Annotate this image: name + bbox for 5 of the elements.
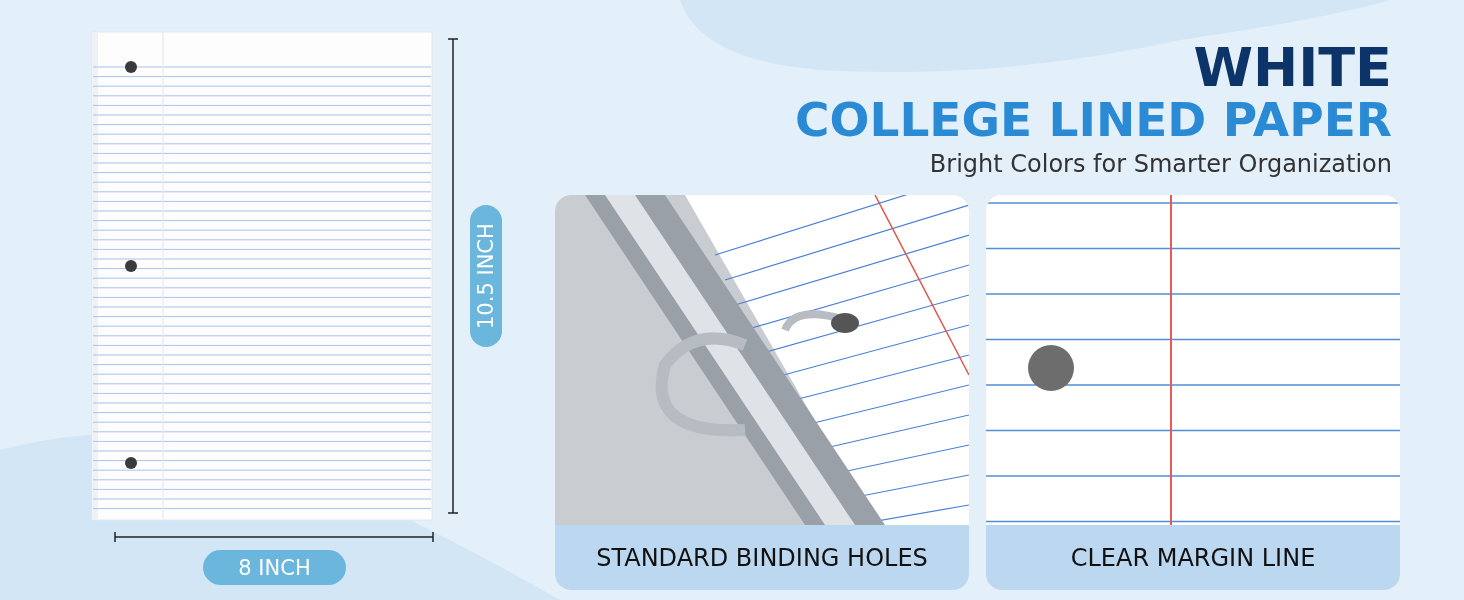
subtitle: Bright Colors for Smarter Organization [929, 150, 1392, 178]
caption-bar: STANDARD BINDING HOLES [555, 525, 969, 590]
dimension-label: 8 INCH [203, 550, 346, 585]
caption-bar: CLEAR MARGIN LINE [986, 525, 1400, 590]
dimension-label: 10.5 INCH [470, 205, 502, 347]
